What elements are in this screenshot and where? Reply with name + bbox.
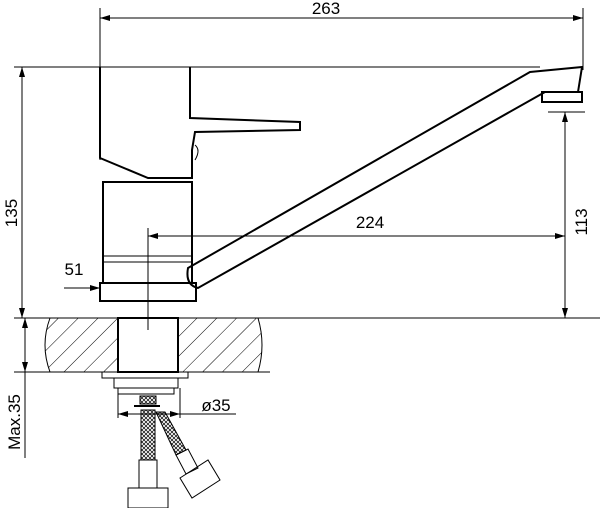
dim-113-label: 113 bbox=[572, 208, 591, 235]
dim-263-label: 263 bbox=[312, 0, 340, 18]
dimension-body-diameter: 51 bbox=[64, 260, 100, 291]
dim-o35-label: ø35 bbox=[201, 396, 230, 415]
countertop-section bbox=[14, 317, 600, 373]
dimension-max-thickness: Max.35 bbox=[5, 318, 28, 458]
dim-max35-label: Max.35 bbox=[5, 394, 24, 450]
dimension-overall-height: 135 bbox=[2, 66, 540, 318]
dimension-spout-reach: 224 bbox=[147, 213, 565, 330]
dim-135-label: 135 bbox=[2, 199, 21, 227]
dim-224-label: 224 bbox=[356, 213, 384, 232]
dim-51-label: 51 bbox=[65, 260, 84, 279]
dimension-spout-height: 113 bbox=[548, 111, 591, 318]
faucet-body bbox=[99, 65, 584, 302]
mounting-assembly bbox=[101, 317, 221, 508]
dimension-overall-width: 263 bbox=[99, 0, 584, 160]
dimension-mounting-hole: ø35 bbox=[117, 388, 236, 418]
